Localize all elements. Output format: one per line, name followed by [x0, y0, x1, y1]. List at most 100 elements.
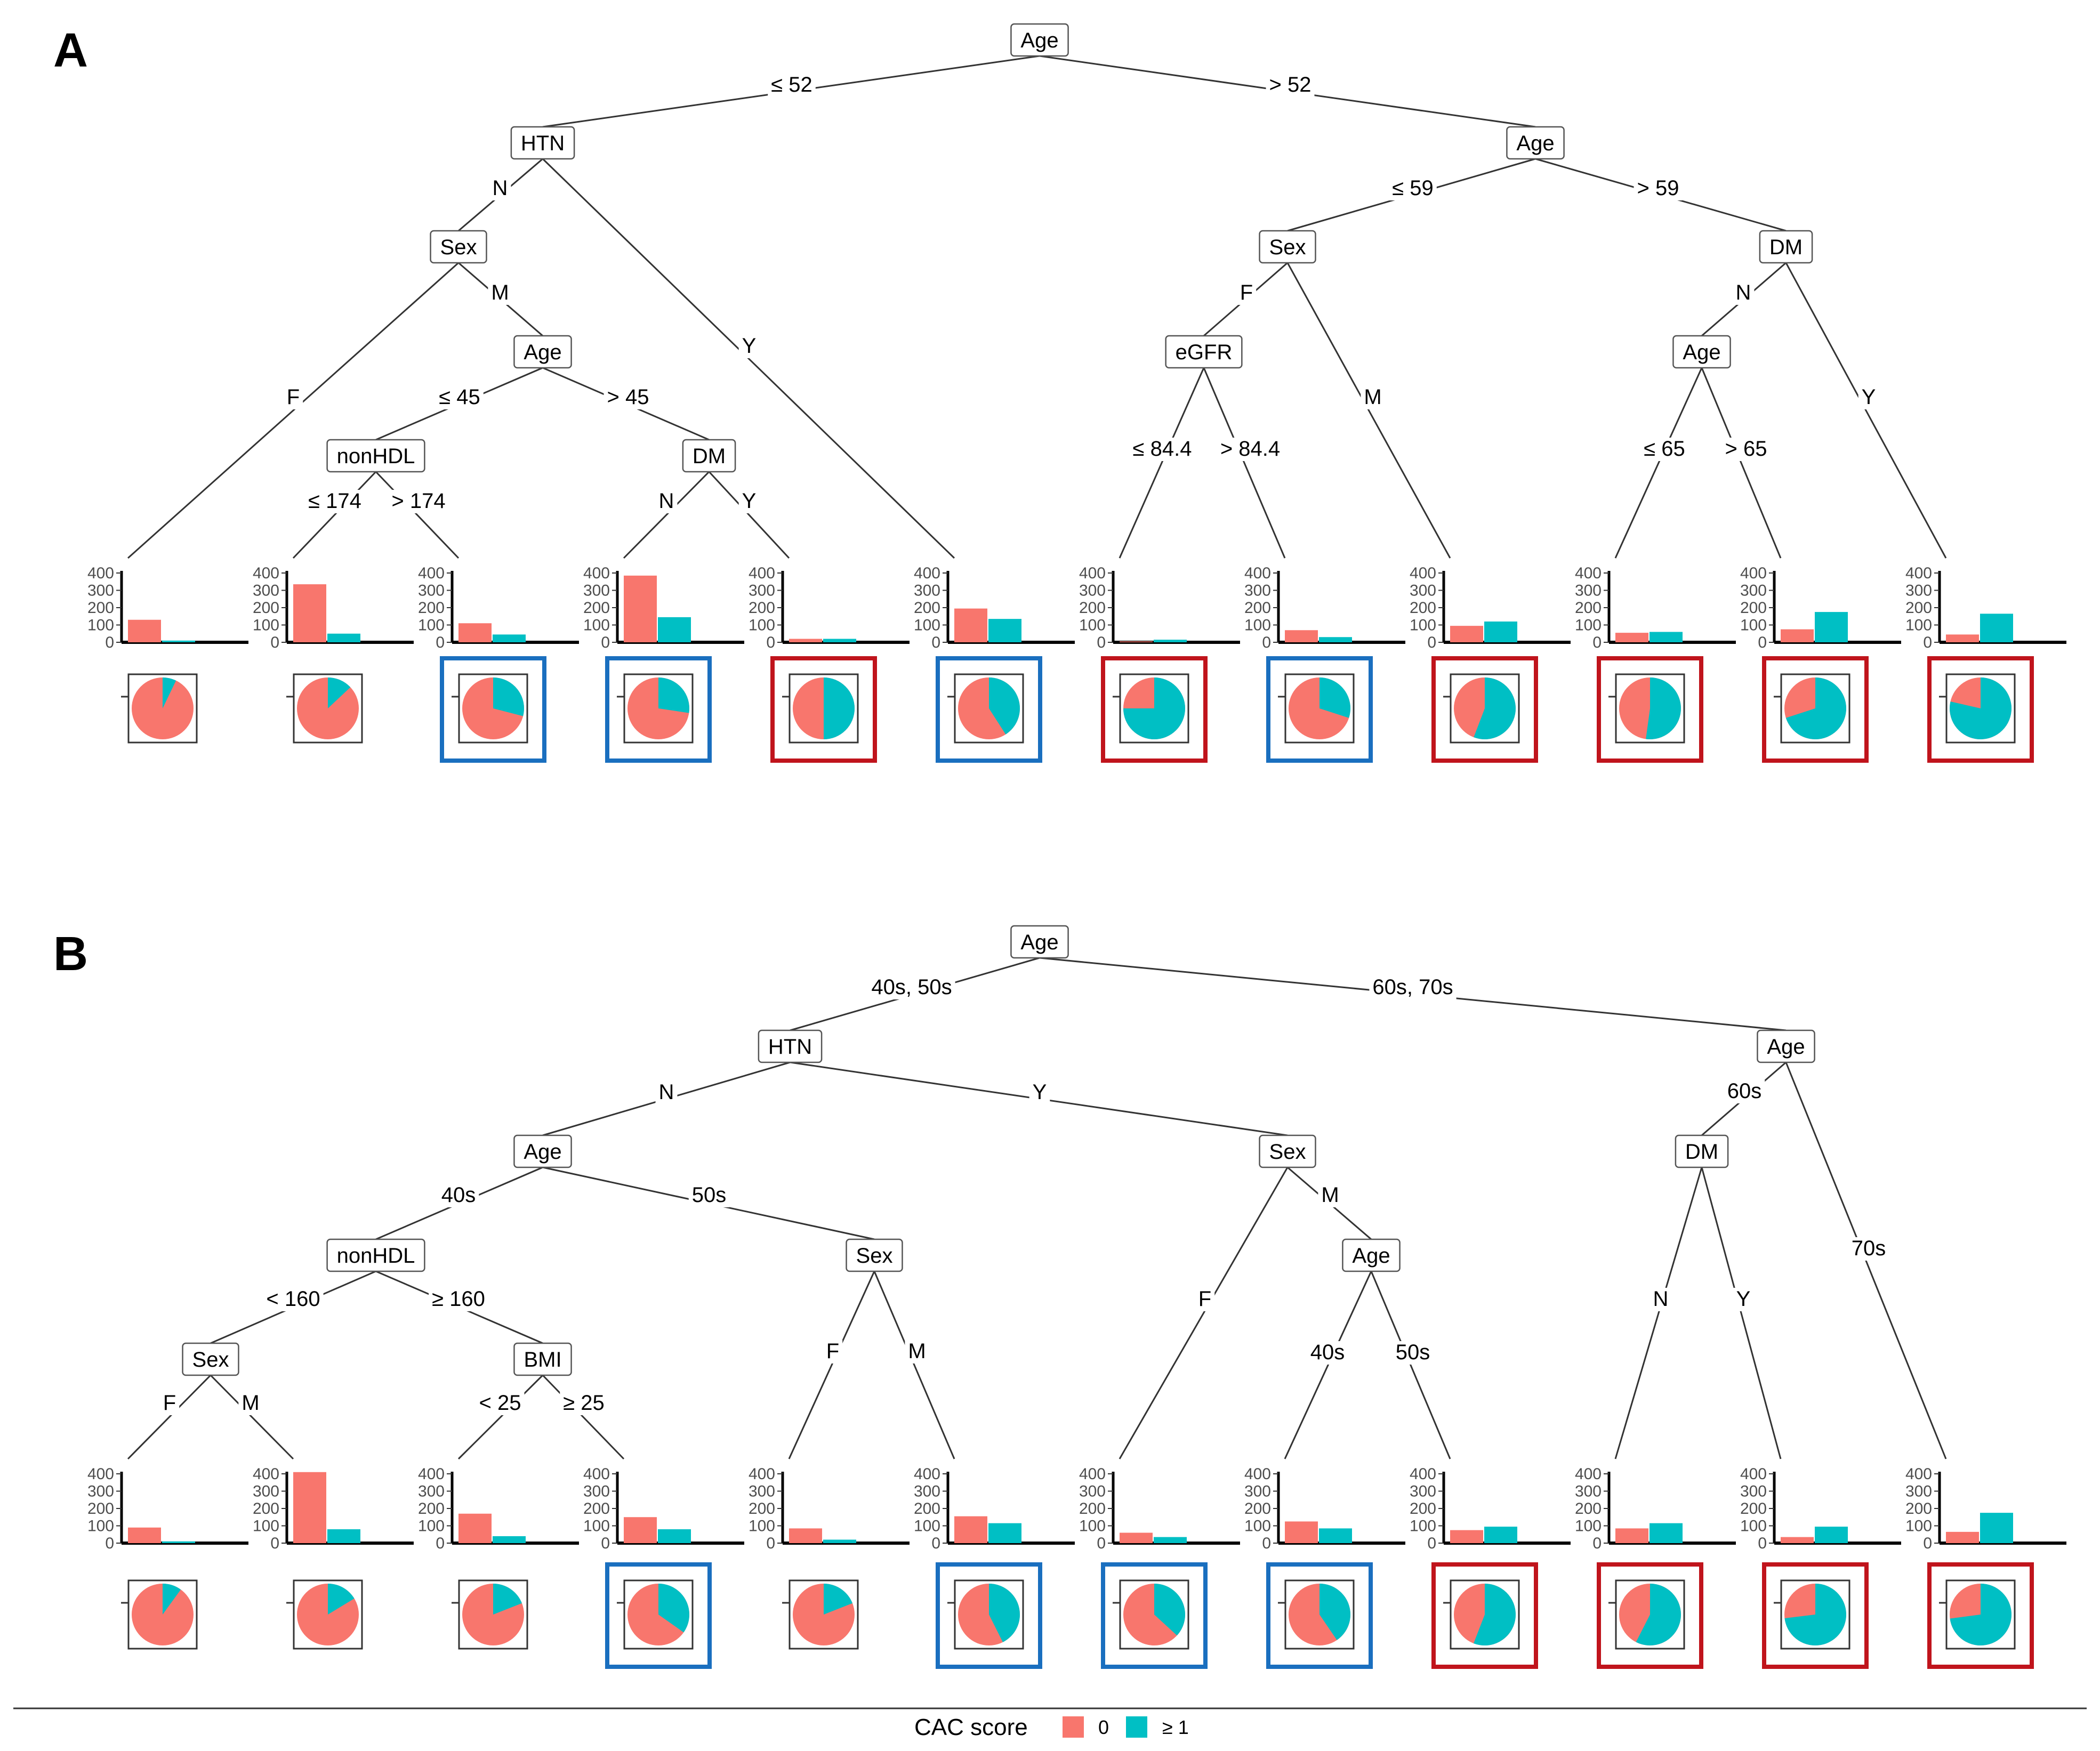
tree-edge: [873, 1271, 955, 1459]
bar-cac-zero: [624, 1517, 657, 1543]
bar-tick-label: 100: [914, 617, 940, 634]
leaf-highlight-blue: [440, 656, 546, 763]
bar-tick-label: 300: [914, 582, 940, 600]
bar-cac-positive: [1319, 1528, 1352, 1543]
tree-node-b4: Age: [513, 1134, 572, 1168]
edge-label: N: [1736, 281, 1751, 304]
edge-label: 50s: [1396, 1341, 1430, 1364]
bar-tick-label: 100: [1410, 617, 1436, 634]
node-label: Age: [1352, 1244, 1390, 1268]
bar-tick-label: 400: [418, 1465, 445, 1483]
edge-label: Y: [1736, 1287, 1751, 1311]
tree-edge: [1286, 262, 1451, 559]
bar-cac-zero: [1946, 1531, 1979, 1543]
tree-node-b9: Age: [1342, 1238, 1401, 1272]
bar-tick-label: 400: [914, 1465, 940, 1483]
bar-tick-label: 0: [1262, 1535, 1271, 1552]
bar-tick-label: 0: [1923, 1535, 1932, 1552]
bar-tick-label: 300: [418, 1483, 445, 1500]
pie-slice-cac-positive: [1474, 1584, 1516, 1645]
tree-node-b11: BMI: [513, 1342, 572, 1376]
edge-label-background: [436, 386, 484, 409]
bar-cac-positive: [658, 1529, 691, 1543]
bar-tick-label: 400: [1575, 1465, 1602, 1483]
bar-tick-label: 300: [1575, 1483, 1602, 1500]
bar-tick-label: 0: [931, 1535, 940, 1552]
edge-label-background: [476, 1392, 525, 1415]
bar-cac-zero: [128, 619, 161, 642]
tree-edge: [1614, 367, 1703, 559]
edge-label-background: [1640, 438, 1688, 461]
tree-node-a6: DM: [1759, 230, 1813, 264]
edge-label-background: [688, 1184, 730, 1207]
bar-tick-label: 100: [1079, 617, 1106, 634]
bar-tick-label: 100: [749, 617, 775, 634]
tree-edges-a: [127, 55, 1947, 559]
bar-tick-label: 100: [418, 617, 445, 634]
bar-tick-label: 200: [418, 599, 445, 617]
node-label: Sex: [1269, 1140, 1306, 1164]
pie-slice-cac-positive: [1123, 677, 1185, 739]
leaf-highlight-red: [1762, 656, 1869, 763]
node-label: HTN: [521, 132, 565, 155]
pie-slice-cac-positive: [1950, 677, 2012, 739]
bar-tick-label: 0: [1592, 1535, 1602, 1552]
leaf-highlight-red: [1927, 656, 2034, 763]
edge-label-background: [1724, 1080, 1765, 1103]
pie-slice-cac-positive: [1319, 677, 1350, 718]
bar-tick-label: 300: [87, 1483, 114, 1500]
edge-label: F: [287, 385, 300, 409]
node-box: [1010, 23, 1069, 57]
edge-label-background: [305, 490, 365, 513]
edge-label-background: [438, 1184, 479, 1207]
bar-tick-label: 100: [253, 1518, 279, 1535]
bar-cac-zero: [789, 639, 822, 642]
bar-cac-zero: [1285, 1521, 1318, 1543]
node-box: [1259, 230, 1316, 264]
pie-slice-cac-positive: [1474, 677, 1516, 739]
edge-label: F: [1198, 1287, 1211, 1311]
bar-cac-zero: [1615, 1528, 1648, 1543]
edge-label-background: [1029, 1081, 1050, 1104]
bar-tick-label: 300: [253, 1483, 279, 1500]
edge-label: > 84.4: [1220, 437, 1280, 461]
bar-tick-label: 0: [1923, 634, 1932, 651]
bar-tick-label: 100: [1575, 1518, 1602, 1535]
edge-label-background: [1721, 438, 1771, 461]
bar-tick-label: 100: [87, 1518, 114, 1535]
bar-tick-label: 100: [583, 1518, 610, 1535]
bar-tick-label: 400: [1079, 1465, 1106, 1483]
tree-edge: [292, 471, 377, 559]
bar-tick-label: 100: [583, 617, 610, 634]
bar-tick-label: 300: [1079, 582, 1106, 600]
bar-cac-positive: [327, 1529, 360, 1543]
edge-label-background: [1236, 281, 1257, 305]
bar-tick-label: 200: [253, 1500, 279, 1518]
bar-tick-label: 0: [1097, 634, 1106, 651]
bar-tick-label: 300: [914, 1483, 940, 1500]
node-box: [1757, 1029, 1815, 1063]
edge-label-background: [388, 490, 449, 513]
edge-label-background: [1858, 386, 1879, 409]
bar-tick-label: 300: [1905, 1483, 1932, 1500]
edge-label: M: [908, 1340, 926, 1363]
pie-slice-cac-positive: [989, 1584, 1020, 1642]
bar-cac-positive: [1154, 640, 1187, 642]
edge-label-background: [1361, 386, 1385, 409]
edge-label-background: [560, 1392, 608, 1415]
edge-label: Y: [1862, 385, 1876, 409]
pie-slice-cac-positive: [1636, 1584, 1681, 1645]
pie-slice-cac-positive: [493, 677, 524, 716]
bar-tick-label: 100: [1410, 1518, 1436, 1535]
bar-tick-label: 300: [1740, 1483, 1767, 1500]
bar-tick-label: 300: [1244, 582, 1271, 600]
bar-tick-label: 400: [1410, 1465, 1436, 1483]
bar-cac-zero: [1946, 634, 1979, 642]
edge-label: Y: [742, 489, 757, 513]
tree-node-b7: nonHDL: [326, 1238, 425, 1272]
edge-label-background: [1389, 177, 1437, 200]
bar-tick-label: 300: [1740, 582, 1767, 600]
